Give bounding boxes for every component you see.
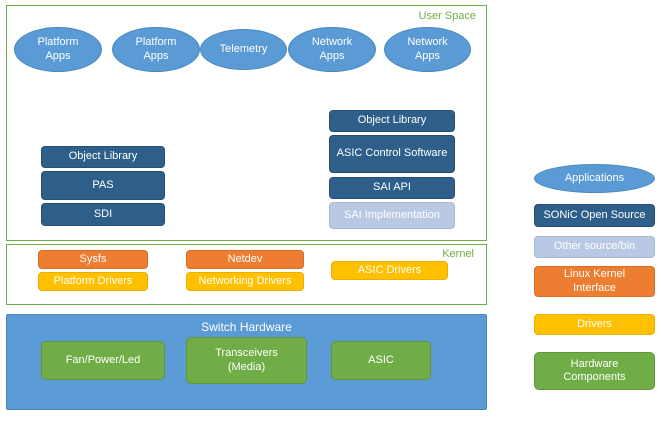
user-space-label: User Space — [418, 10, 476, 22]
object-library-left-box: Object Library — [41, 146, 165, 168]
legend-linux-kernel-interface: Linux Kernel Interface — [534, 266, 655, 297]
platform-apps-bubble-2: Platform Apps — [112, 27, 200, 72]
legend-hardware-components: Hardware Components — [534, 352, 655, 390]
networking-drivers-box: Networking Drivers — [186, 272, 304, 291]
network-apps-bubble-2: Network Apps — [384, 27, 471, 72]
object-library-right-box: Object Library — [329, 110, 455, 132]
legend-drivers: Drivers — [534, 314, 655, 335]
switch-hardware-label: Switch Hardware — [201, 320, 292, 334]
kernel-label: Kernel — [442, 248, 474, 260]
sdi-box: SDI — [41, 203, 165, 226]
transceivers-media-box: Transceivers (Media) — [186, 337, 307, 384]
sai-implementation-box: SAI Implementation — [329, 202, 455, 229]
asic-drivers-box: ASIC Drivers — [331, 261, 448, 280]
telemetry-bubble: Telemetry — [200, 29, 287, 70]
legend-other-source-bin: Other source/bin — [534, 236, 655, 258]
legend-applications: Applications — [534, 164, 655, 193]
sai-api-box: SAI API — [329, 177, 455, 199]
fan-power-led-box: Fan/Power/Led — [41, 341, 165, 380]
netdev-box: Netdev — [186, 250, 304, 269]
asic-control-software-box: ASIC Control Software — [329, 135, 455, 173]
pas-box: PAS — [41, 171, 165, 200]
asic-hardware-box: ASIC — [331, 341, 431, 380]
network-apps-bubble-1: Network Apps — [288, 27, 376, 72]
platform-apps-bubble-1: Platform Apps — [14, 27, 102, 72]
sysfs-box: Sysfs — [38, 250, 148, 269]
platform-drivers-box: Platform Drivers — [38, 272, 148, 291]
legend-sonic-open-source: SONiC Open Source — [534, 204, 655, 227]
